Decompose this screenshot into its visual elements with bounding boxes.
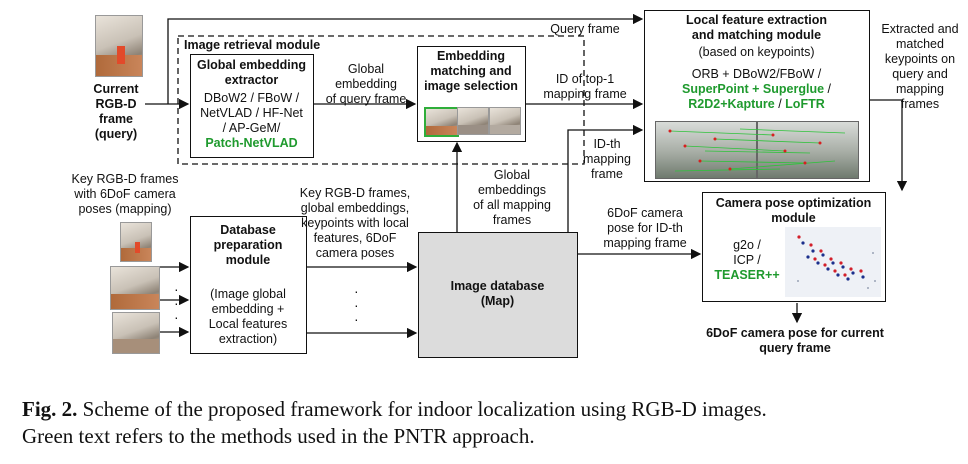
- keypoint-match-lines: [668, 128, 846, 172]
- local-feature-subtitle: (based on keypoints): [698, 45, 815, 59]
- local-feature-methods: ORB + DBoW2/FBoW / SuperPoint + Superglu…: [682, 67, 831, 111]
- label-query-frame: Query frame: [550, 22, 620, 36]
- caption-line-2: Green text refers to the methods used in…: [22, 424, 535, 448]
- query-frame-image: [95, 15, 143, 77]
- retrieval-module-title: Image retrieval module: [184, 38, 321, 52]
- selected-image-thumb-3: [489, 107, 521, 135]
- green-method-patch-netvlad: Patch-NetVLAD: [205, 136, 298, 150]
- keypoint-match-image-left: [655, 121, 757, 179]
- global-extractor-methods: DBoW2 / FBoW /NetVLAD / HF-Net/ AP-GeM/ …: [191, 91, 312, 151]
- green-method-r2d2: R2D2+Kapture: [688, 97, 775, 111]
- retrieval-module-border: [177, 35, 585, 165]
- green-method-teaser: TEASER++: [714, 268, 780, 282]
- point-cloud-points: [797, 235, 876, 289]
- selected-image-thumb-1: [424, 107, 459, 137]
- pose-optimization-methods: g2o /ICP / TEASER++: [707, 238, 787, 283]
- image-database-box: Image database(Map): [418, 232, 578, 358]
- green-method-superpoint: SuperPoint + Superglue: [682, 82, 825, 96]
- green-method-loftr: LoFTR: [785, 97, 825, 111]
- ellipsis-dots-left: ···: [174, 281, 179, 325]
- image-database-title: Image database(Map): [450, 279, 545, 308]
- selected-image-thumb-2: [457, 107, 489, 135]
- figure-caption: Fig. 2. Scheme of the proposed framework…: [22, 396, 962, 450]
- mapping-frame-image-1: [120, 222, 152, 262]
- label-key-frames-db: Key RGB-D frames,global embeddings,keypo…: [299, 186, 411, 260]
- ellipsis-dots-middle: ···: [354, 283, 359, 327]
- mapping-frame-image-2: [110, 266, 160, 310]
- figure-label: Fig. 2.: [22, 397, 78, 421]
- caption-line-1: Scheme of the proposed framework for ind…: [82, 397, 767, 421]
- mapping-frame-image-3: [112, 312, 160, 354]
